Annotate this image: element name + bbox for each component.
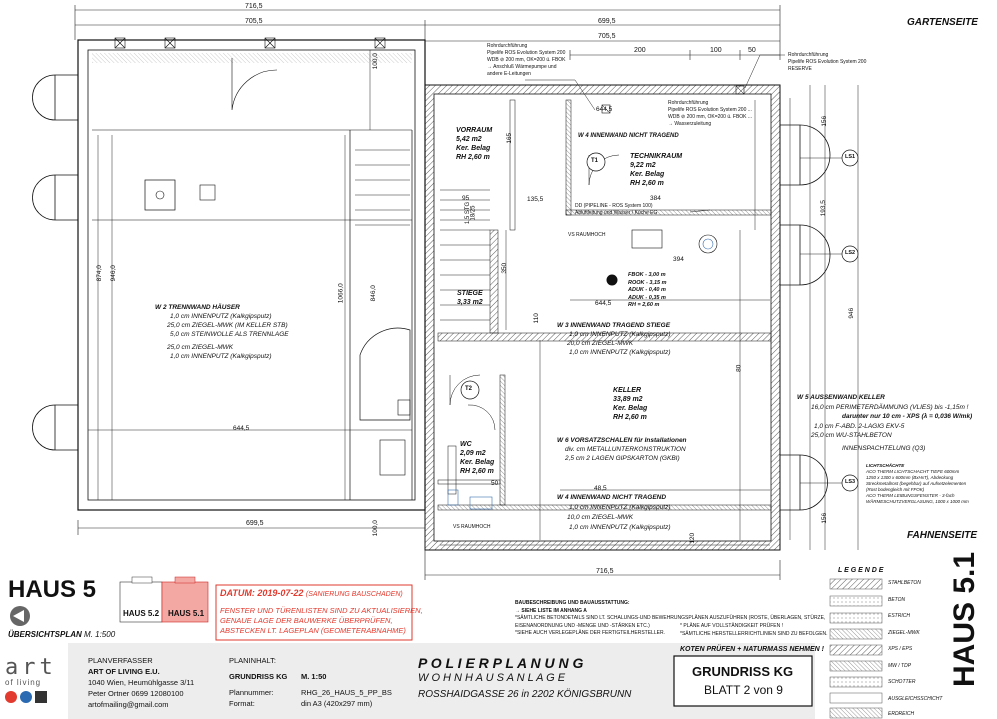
legend-item: BETON <box>888 596 906 603</box>
window-ls1-label: LS1 <box>845 154 856 160</box>
drawing-title: GRUNDRISS KG <box>692 664 794 679</box>
lichtschaechte-note: LICHTSCHÄCHTE ACO THERM LICHTSCHACHT TIE… <box>866 463 969 504</box>
legend-item: MW / TDP <box>888 662 912 669</box>
dim-6445b: 644,5 <box>595 300 612 307</box>
dim-mid-2: 846,0 <box>369 285 377 302</box>
dim-right-1: 946 <box>848 307 856 319</box>
project-address: ROSSHAIDGASSE 26 in 2202 KÖNIGSBRUNN <box>418 689 632 700</box>
dim-stg2: 18/25 <box>470 205 477 221</box>
legend-item: AUSGLEICHSSCHICHT <box>888 695 943 702</box>
flag-side-label: FAHNENSEITE <box>907 530 978 541</box>
wall-w4a-title: W 4 INNENWAND NICHT TRAGEND <box>578 133 679 139</box>
dim-100b: 100,0 <box>371 53 379 70</box>
dim-1355: 135,5 <box>527 196 544 203</box>
legend-item: ZIEGEL-MWK <box>888 629 920 636</box>
dim-right-156a: 156 <box>821 115 829 127</box>
company-logo: art of living <box>5 655 65 703</box>
vs-raumhoch-label: VS RAUMHOCH <box>568 232 606 238</box>
dim-top-6: 100 <box>710 47 722 54</box>
logo-badge-house-icon <box>35 691 47 703</box>
legend-list: STAHLBETON BETON ESTRICH ZIEGEL-MWK XPS … <box>888 580 942 717</box>
dim-top-4: 705,5 <box>598 33 616 40</box>
door-t2-label: T2 <box>465 386 473 392</box>
pipe-note-dd: DD (PIPELINE - ROS System 100)Abluftleit… <box>575 203 658 216</box>
koten-note: KOTEN PRÜFEN + NATURMASS NEHMEN ! <box>680 646 824 653</box>
wall-w3: W 3 INNENWAND TRAGEND STIEGE 1,0 cm INNE… <box>557 322 671 356</box>
dim-874: 110 <box>532 313 540 324</box>
dim-644: 644,5 <box>596 106 613 113</box>
door-t1-label: T1 <box>591 158 599 164</box>
logo-badge-blue-icon <box>20 691 32 703</box>
haus-title: HAUS 5 <box>8 576 97 603</box>
spec-note-right: * PLÄNE AUF VOLLSTÄNDIGKEIT PRÜFEN ! *SÄ… <box>680 623 828 637</box>
window-ls2-label: LS2 <box>845 250 856 256</box>
dim-394: 394 <box>673 256 684 263</box>
dim-95: 95 <box>462 195 470 202</box>
legend-item: SCHOTTER <box>888 679 916 685</box>
overview-haus52: HAUS 5.2 <box>123 609 160 618</box>
dim-right-156b: 156 <box>821 512 829 524</box>
wall-w2: W 2 TRENNWAND HÄUSER 1,0 cm INNENPUTZ (K… <box>155 304 289 360</box>
project-title: P O L I E R P L A N U N G <box>418 655 584 671</box>
wall-w5: W 5 AUSSENWAND KELLER 16,0 cm PERIMETERD… <box>797 394 973 452</box>
dim-bottom-2: 716,5 <box>596 568 614 575</box>
dim-left-inner: 644,5 <box>233 425 250 432</box>
dim-top-2: 705,5 <box>245 18 263 25</box>
vertical-title: HAUS 5.1 <box>948 551 981 687</box>
dim-mid-1: 1066,0 <box>337 283 345 304</box>
window-ls3-label: LS3 <box>845 479 856 485</box>
spec-note: BAUBESCHREIBUNG UND BAUAUSSTATTUNG: → SI… <box>515 600 826 636</box>
legend-item: ERDREICH <box>888 711 915 717</box>
dim-left-1: 874,0 <box>95 265 103 282</box>
wall-w4b: W 4 INNENWAND NICHT TRAGEND 1,0 cm INNEN… <box>557 494 671 531</box>
logo-badge-red-icon <box>5 691 17 703</box>
dim-left-2: 946,0 <box>109 265 117 282</box>
dim-top-5: 200 <box>634 47 646 54</box>
dim-top-1: 716,5 <box>245 3 263 10</box>
overview-label: ÜBERSICHTSPLAN M. 1:500 <box>8 630 116 639</box>
legend-item: ESTRICH <box>888 613 910 619</box>
overview-haus51: HAUS 5.1 <box>168 609 205 618</box>
wall-w6: W 6 VORSATZSCHALEN für Installationen di… <box>557 437 687 462</box>
legend-item: STAHLBETON <box>888 580 921 586</box>
dim-350: 350 <box>501 262 509 274</box>
dim-384: 384 <box>650 195 661 202</box>
planverfasser-block: PLANVERFASSER ART OF LIVING E.U. 1040 Wi… <box>88 656 195 709</box>
dim-5295: 48,5 <box>594 485 607 492</box>
north-arrow-icon <box>10 606 30 626</box>
legend-item: XPS / EPS <box>888 646 913 652</box>
dim-3575: 80 <box>735 364 743 372</box>
vs-raumhoch-label-2: VS RAUMHOCH <box>453 524 491 530</box>
dim-300: 50 <box>491 480 499 487</box>
warning-note: FENSTER UND TÜRENLISTEN SIND ZU AKTUALIS… <box>220 606 423 635</box>
dim-top-3: 699,5 <box>598 18 616 25</box>
dim-bottom-1: 699,5 <box>246 520 264 527</box>
dim-100a: 100,0 <box>371 520 379 537</box>
dim-614: 120 <box>689 532 697 544</box>
dim-top-7: 50 <box>748 47 756 54</box>
legend-title: L E G E N D E <box>838 567 884 574</box>
dim-165: 165 <box>506 132 514 144</box>
date-stamp: DATUM: 2019-07-22 (SANIERUNG BAUSCHADEN) <box>220 588 403 599</box>
garden-side-label: GARTENSEITE <box>907 17 978 28</box>
sheet-number: BLATT 2 von 9 <box>704 683 783 697</box>
project-subtitle: W O H N H A U S A N L A G E <box>418 672 566 684</box>
dim-right-1935: 193,5 <box>819 200 827 217</box>
